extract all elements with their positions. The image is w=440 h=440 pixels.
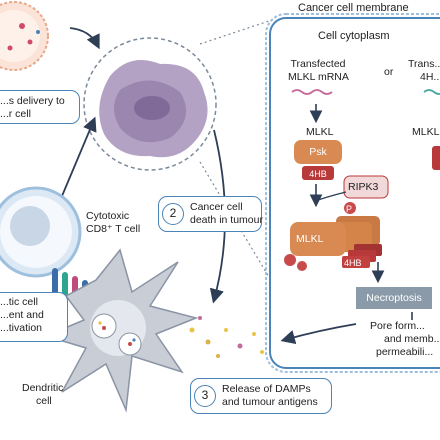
damp-particles (189, 316, 264, 358)
mlkl-oligomer-label: MLKL (296, 233, 324, 245)
other-label-line2: 4H... (420, 71, 440, 83)
cancer-cell-icon (83, 37, 217, 171)
membrane-title: Cancer cell membrane (298, 2, 409, 14)
pore-line2: and memb... (384, 333, 440, 345)
delivery-box (0, 90, 80, 124)
nanoparticle-icon (0, 1, 49, 71)
pore-line3: permeabili... (376, 346, 434, 358)
dendritic-label-line2: cell (36, 395, 52, 407)
mlkl-oligomer-icon (284, 216, 382, 271)
delivery-line1: ...s delivery to (0, 95, 65, 107)
dendritic-label-line1: Dendritic (22, 382, 64, 394)
step2-number: 2 (162, 203, 184, 225)
step3-line1: Release of DAMPs (222, 383, 311, 395)
delivery-line2: ...r cell (0, 108, 31, 120)
mlkl-label: MLKL (306, 126, 334, 138)
arrow-delivery (69, 27, 100, 50)
step3-line2: and tumour antigens (222, 396, 318, 408)
dendritic-cell-icon (43, 248, 199, 413)
cell-membrane (265, 13, 440, 373)
step2-line2: death in tumour (190, 214, 263, 226)
dc-line1: ...tic cell (0, 296, 38, 308)
step2-line1: Cancer cell (190, 201, 243, 213)
mrna-label-line1: Transfected (290, 58, 346, 70)
psk-label: Psk (309, 146, 327, 158)
dc-box (0, 292, 68, 342)
dc-line3: ...tivation (0, 322, 43, 334)
tcell-label-line1: Cytotoxic (86, 210, 130, 222)
pore-line1: Pore form... (370, 320, 425, 332)
fourhb-oligomer-label: 4HB (344, 258, 362, 268)
necroptosis-label: Necroptosis (356, 287, 432, 309)
fourhb-label: 4HB (309, 169, 327, 179)
dc-line2: ...ent and (0, 309, 44, 321)
cytoplasm-title: Cell cytoplasm (318, 30, 390, 42)
other-label-line1: Trans... (408, 58, 440, 70)
mlkl-label-right: MLKL... (412, 126, 440, 138)
p-label: P (346, 204, 353, 214)
ripk3-icon (343, 175, 389, 214)
mlkl-protein-icon (294, 140, 342, 180)
ripk3-label: RIPK3 (348, 181, 379, 193)
step3-number: 3 (194, 385, 216, 407)
or-label: or (384, 66, 394, 78)
mrna-strand-icon (291, 89, 333, 95)
mrna-label-line2: MLKL mRNA (288, 71, 349, 83)
tcell-label-line2: CD8⁺ T cell (86, 223, 141, 235)
t-cell-icon (0, 186, 82, 278)
